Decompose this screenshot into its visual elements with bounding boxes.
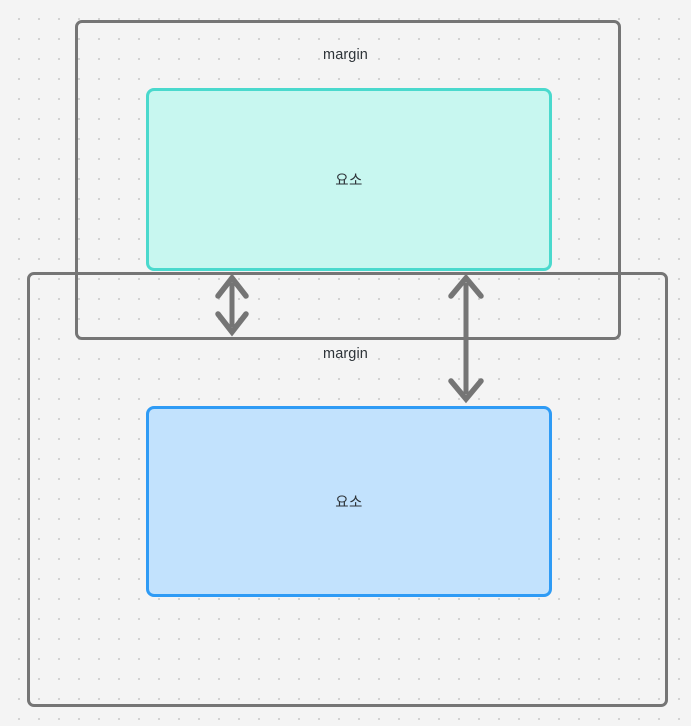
top-margin-box [75,20,621,340]
teal-element-box: 요소 [146,88,552,271]
teal-element-label: 요소 [335,173,363,189]
margin-label-top: margin [323,47,368,63]
bottom-margin-box [27,272,668,707]
blue-element-box: 요소 [146,406,552,597]
blue-element-label: 요소 [335,495,363,511]
margin-label-bottom: margin [323,346,368,362]
